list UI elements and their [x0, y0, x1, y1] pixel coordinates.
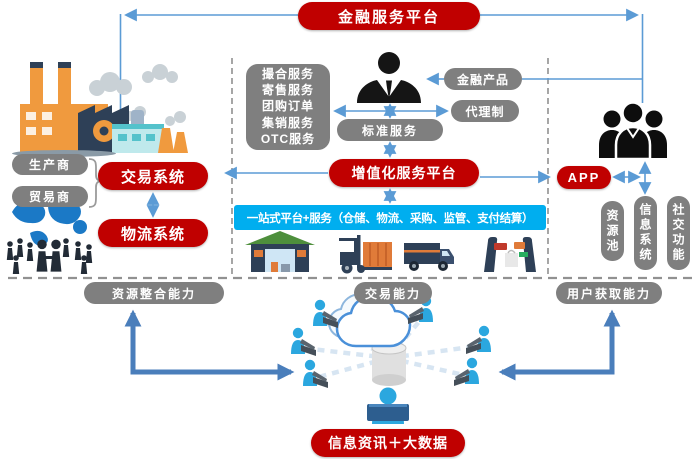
resource-pool-box: 资源池 [601, 201, 624, 261]
matching-services-box: 撮合服务 寄售服务 团购订单 集销服务 OTC服务 [246, 64, 330, 150]
service-line: 团购订单 [261, 99, 314, 114]
truck-icon [404, 243, 454, 271]
cloud-network-illustration [291, 292, 491, 424]
trader-label: 贸易商 [12, 186, 88, 207]
service-line: OTC服务 [260, 131, 316, 146]
warehouse-icon [245, 231, 315, 272]
dashed-borders [8, 58, 692, 280]
info-big-data-banner: 信息资讯＋大数据 [311, 429, 465, 457]
value-added-platform-banner: 增值化服务平台 [329, 159, 479, 187]
businessman-icon [357, 52, 421, 103]
producer-label: 生产商 [12, 154, 88, 175]
financial-products-label: 金融产品 [444, 68, 522, 90]
users-group-icon [599, 101, 667, 161]
service-line: 寄售服务 [261, 83, 314, 98]
world-map-traders-illustration [6, 199, 93, 274]
agency-system-label: 代理制 [451, 100, 519, 122]
service-line: 集销服务 [261, 115, 314, 130]
service-line: 撮合服务 [261, 67, 314, 81]
logistics-system-box: 物流系统 [98, 219, 208, 247]
forklift-icon [339, 235, 392, 274]
capability-arrows [124, 309, 621, 381]
user-acquisition-capability: 用户获取能力 [556, 282, 662, 304]
resource-integration-capability: 资源整合能力 [84, 282, 224, 304]
factory-illustration [12, 62, 188, 157]
standard-service-label: 标准服务 [337, 119, 443, 141]
connector-arrows [119, 8, 652, 218]
information-system-box: 信息系统 [634, 196, 657, 270]
one-stop-service-bar: 一站式平台+服务（仓储、物流、采购、监管、支付结算） [234, 205, 546, 230]
trading-system-box: 交易系统 [98, 162, 208, 190]
financial-service-platform-banner: 金融服务平台 [298, 2, 480, 30]
trading-capability: 交易能力 [354, 282, 432, 304]
app-badge: APP [557, 166, 611, 189]
social-function-box: 社交功能 [667, 196, 690, 270]
payment-terminal-icon [484, 237, 536, 272]
